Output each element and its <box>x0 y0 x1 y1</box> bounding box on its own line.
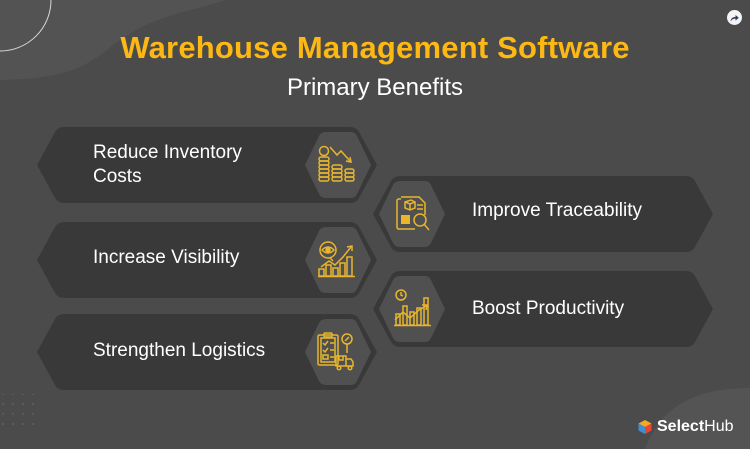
benefit-label: Boost Productivity <box>472 298 625 319</box>
share-button[interactable] <box>727 10 742 25</box>
document-search-icon <box>396 196 430 231</box>
benefit-label: Reduce Inventory Costs <box>93 142 242 187</box>
page-subtitle: Primary Benefits <box>286 74 464 101</box>
brand-name: SelectHub <box>657 418 734 435</box>
card-hexagon-shape <box>373 176 713 252</box>
selecthub-cube-icon <box>638 420 652 434</box>
clipboard-delivery-icon <box>317 332 354 371</box>
selecthub-logo: SelectHub <box>637 418 734 436</box>
coins-decline-icon <box>318 145 355 182</box>
benefit-card-increase-visibility: Increase Visibility <box>37 221 377 299</box>
benefit-label: Strengthen Logistics <box>93 340 266 361</box>
share-icon <box>730 14 739 21</box>
benefit-label: Increase Visibility <box>93 247 240 268</box>
page-title: Warehouse Management Software <box>120 30 630 65</box>
clock-growth-chart-icon <box>394 289 431 327</box>
benefit-label: Improve Traceability <box>472 200 643 221</box>
dot-grid-decoration <box>2 394 34 425</box>
benefit-card-boost-productivity: Boost Productivity <box>373 270 713 348</box>
benefit-card-reduce-inventory-costs: Reduce Inventory Costs <box>37 126 377 204</box>
eye-growth-chart-icon <box>318 241 355 278</box>
benefit-card-strengthen-logistics: Strengthen Logistics <box>37 313 377 391</box>
benefit-card-improve-traceability: Improve Traceability <box>373 175 713 253</box>
